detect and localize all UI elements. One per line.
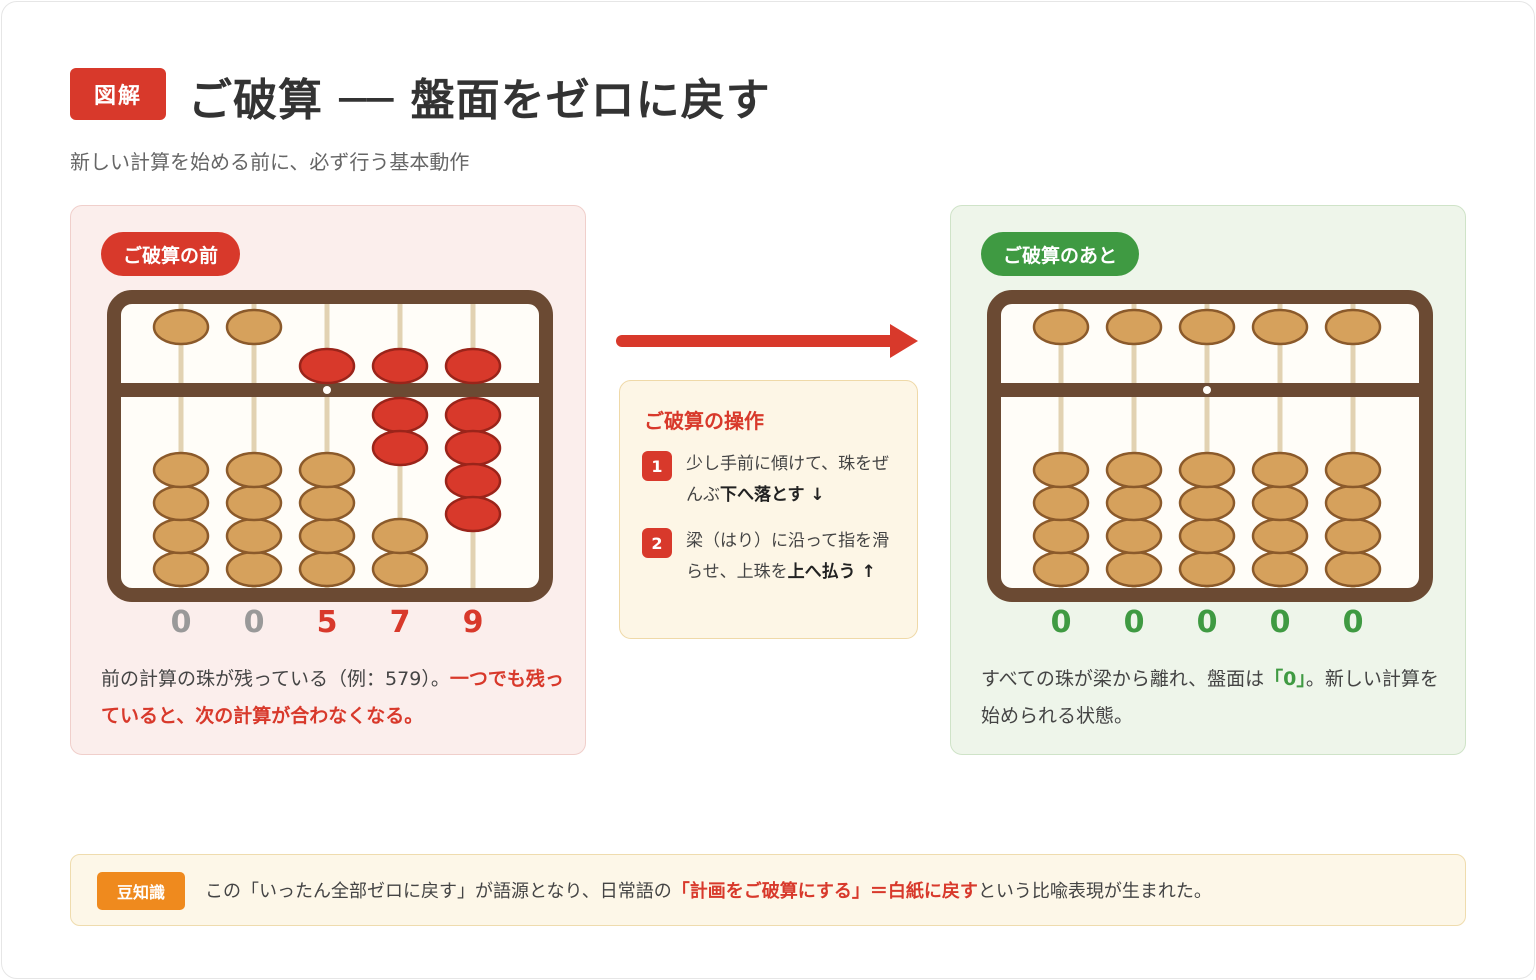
before-panel: ご破算の前 0 0 5 7 9 前の計算の珠が残っている（例：579）。一つでも残ってい… — [70, 205, 586, 755]
bead — [1178, 550, 1236, 588]
abacus-frame — [107, 290, 553, 602]
after-description: すべての珠が梁から離れ、盤面は「0」。新しい計算を始められる状態。 — [981, 661, 1451, 735]
bead — [1105, 484, 1163, 522]
bead — [298, 451, 356, 489]
abacus-after: 0 0 0 0 0 — [987, 290, 1433, 640]
active-bead — [444, 347, 502, 385]
bead — [1105, 550, 1163, 588]
active-bead — [444, 396, 502, 434]
step-text-plain: 梁（はり）に沿って指を滑らせ、上珠を — [686, 531, 890, 582]
abacus-before: 0 0 5 7 9 — [107, 290, 553, 640]
step-number: 2 — [642, 528, 672, 558]
column-digit: 9 — [463, 605, 484, 640]
bead — [225, 517, 283, 555]
bead — [1178, 517, 1236, 555]
before-description: 前の計算の珠が残っている（例：579）。一つでも残っていると、次の計算が合わなく… — [101, 661, 571, 735]
bead — [152, 550, 210, 588]
bead — [1032, 308, 1090, 346]
bead — [1324, 517, 1382, 555]
bead — [1324, 484, 1382, 522]
bead — [298, 517, 356, 555]
trivia-badge: 豆知識 — [97, 872, 185, 910]
bead — [1178, 484, 1236, 522]
active-bead — [371, 396, 429, 434]
bead — [1251, 550, 1309, 588]
bead — [225, 451, 283, 489]
beam-marker-dot — [1203, 386, 1211, 394]
step-number: 1 — [642, 451, 672, 481]
column-digit: 0 — [1124, 605, 1145, 640]
column-digit: 0 — [1270, 605, 1291, 640]
bead — [225, 484, 283, 522]
step-text: 梁（はり）に沿って指を滑らせ、上珠を上へ払う ↑ — [686, 526, 896, 588]
bead — [1251, 484, 1309, 522]
trivia-text-post: という比喩表現が生まれた。 — [977, 881, 1212, 902]
after-label: ご破算のあと — [981, 232, 1140, 276]
bead — [152, 308, 210, 346]
column-digit: 7 — [390, 605, 411, 640]
column-digit: 0 — [244, 605, 265, 640]
bead — [1251, 308, 1309, 346]
operation-title: ご破算の操作 — [644, 409, 764, 433]
bead — [371, 517, 429, 555]
after-desc-pre: すべての珠が梁から離れ、盤面は — [981, 668, 1265, 690]
bead — [1032, 451, 1090, 489]
column-digit: 0 — [171, 605, 192, 640]
active-bead — [371, 429, 429, 467]
bead — [152, 451, 210, 489]
column-digit: 0 — [1051, 605, 1072, 640]
bead — [1105, 451, 1163, 489]
bead — [1324, 308, 1382, 346]
column-digit: 5 — [317, 605, 338, 640]
bead — [298, 550, 356, 588]
bead — [1105, 517, 1163, 555]
operation-box: ご破算の操作 1 少し手前に傾けて、珠をぜんぶ下へ落とす ↓ 2 梁（はり）に沿… — [619, 380, 918, 639]
bead — [1105, 308, 1163, 346]
column-digit: 0 — [1197, 605, 1218, 640]
active-bead — [444, 429, 502, 467]
column-digit: 0 — [1343, 605, 1364, 640]
page-subtitle: 新しい計算を始める前に、必ず行う基本動作 — [70, 150, 470, 174]
trivia-text-emphasis: 「計画をご破算にする」＝白紙に戻す — [671, 881, 978, 902]
bead — [1178, 451, 1236, 489]
bead — [1032, 484, 1090, 522]
bead — [152, 484, 210, 522]
bead — [1251, 451, 1309, 489]
page-title: ご破算 ── 盤面をゼロに戻す — [188, 75, 771, 126]
bead — [225, 550, 283, 588]
diagram-tag: 図解 — [70, 68, 166, 120]
trivia-text-plain: この「いったん全部ゼロに戻す」が語源となり、日常語の — [205, 881, 672, 902]
step-text-bold: 上へ払う ↑ — [787, 562, 876, 582]
active-bead — [444, 462, 502, 500]
bead — [371, 550, 429, 588]
active-bead — [444, 495, 502, 533]
bead — [152, 517, 210, 555]
before-desc-emphasis: 一つでも残っていると、次の計算が合わなくなる。 — [101, 668, 564, 727]
bead — [1178, 308, 1236, 346]
bead — [298, 484, 356, 522]
bead — [225, 308, 283, 346]
transition-arrow — [616, 324, 918, 358]
before-desc-plain: 前の計算の珠が残っている（例：579）。 — [101, 668, 450, 690]
trivia-text: この「いったん全部ゼロに戻す」が語源となり、日常語の「計画をご破算にする」＝白紙… — [205, 877, 1212, 903]
bead — [1032, 517, 1090, 555]
before-label: ご破算の前 — [101, 232, 241, 276]
bead — [1324, 451, 1382, 489]
trivia-bar: 豆知識 この「いったん全部ゼロに戻す」が語源となり、日常語の「計画をご破算にする… — [70, 854, 1466, 926]
after-panel: ご破算のあと 0 0 0 0 0 すべての珠が梁から離れ、盤面は「0」。新しい計算を始め… — [950, 205, 1466, 755]
after-desc-emphasis: 「0」 — [1264, 668, 1306, 690]
active-bead — [371, 347, 429, 385]
bead — [1324, 550, 1382, 588]
step-text-bold: 下へ落とす ↓ — [720, 485, 825, 505]
active-bead — [298, 347, 356, 385]
bead — [1032, 550, 1090, 588]
beam-marker-dot — [323, 386, 331, 394]
after-desc-post: 。新しい計算を始められる状態。 — [981, 668, 1439, 727]
step-text-plain: 少し手前に傾けて、珠をぜんぶ — [686, 454, 890, 505]
step-text: 少し手前に傾けて、珠をぜんぶ下へ落とす ↓ — [686, 449, 896, 511]
bead — [1251, 517, 1309, 555]
abacus-frame — [987, 290, 1433, 602]
